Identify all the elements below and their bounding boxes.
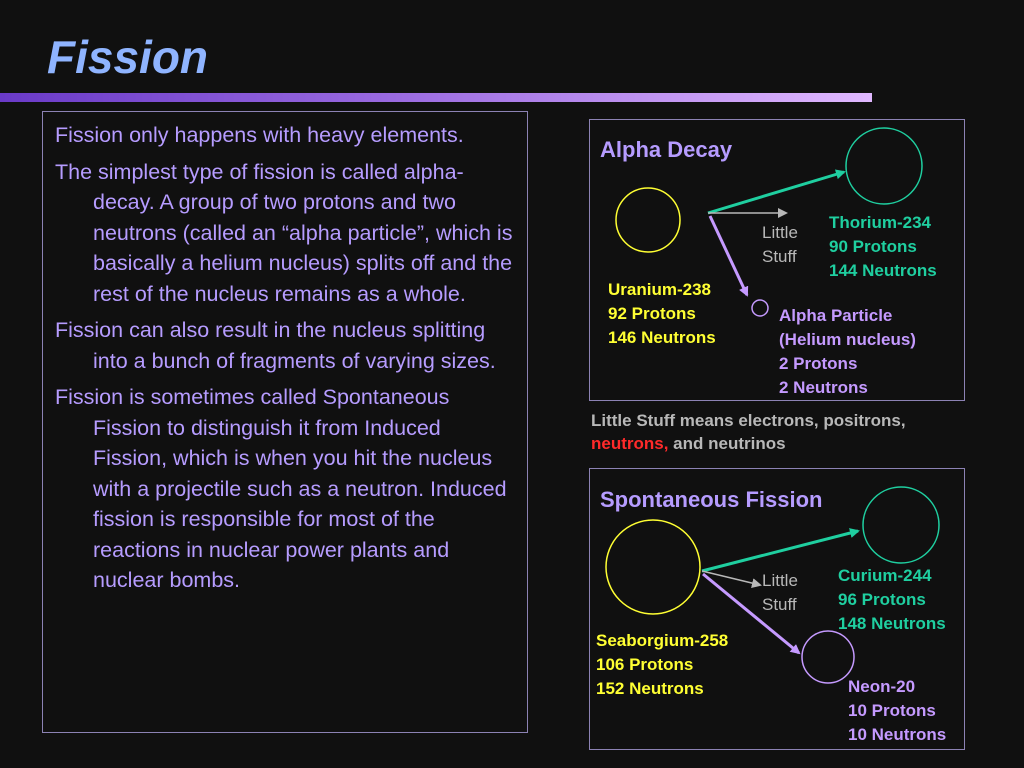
spontaneous-fission-panel: Spontaneous Fission Seaborgium-258 106 P… <box>589 468 965 750</box>
alpha-particle-label: Alpha Particle (Helium nucleus) 2 Proton… <box>779 304 916 400</box>
alpha-decay-panel: Alpha Decay Uranium-238 92 Protons 146 N… <box>589 119 965 401</box>
curium-name: Curium-244 <box>838 566 932 585</box>
note-highlight-neutrons: neutrons, <box>591 434 669 453</box>
little-stuff-line2: Stuff <box>762 247 797 266</box>
seaborgium-nucleus-circle <box>605 519 701 615</box>
curium-nucleus-circle <box>862 486 940 564</box>
little-stuff-note: Little Stuff means electrons, positrons,… <box>591 409 991 455</box>
uranium-name: Uranium-238 <box>608 280 711 299</box>
little-stuff-line2: Stuff <box>762 595 797 614</box>
arrow-to-thorium <box>707 169 846 215</box>
body-paragraph: Fission can also result in the nucleus s… <box>55 318 496 373</box>
arrow-to-alpha-particle <box>708 215 749 297</box>
note-text-part1: Little Stuff means electrons, positrons, <box>591 411 906 430</box>
neon-name: Neon-20 <box>848 677 916 696</box>
neon-nucleus-circle <box>801 630 855 684</box>
curium-protons: 96 Protons <box>838 590 926 609</box>
alpha-particle-protons: 2 Protons <box>779 354 858 373</box>
thorium-protons: 90 Protons <box>829 237 917 256</box>
little-stuff-label: Little Stuff <box>762 569 798 617</box>
uranium-label: Uranium-238 92 Protons 146 Neutrons <box>608 278 716 350</box>
alpha-particle-subtitle: (Helium nucleus) <box>779 330 916 349</box>
uranium-nucleus-circle <box>615 187 681 253</box>
body-paragraph: The simplest type of fission is called a… <box>55 159 513 306</box>
body-text-box: Fission only happens with heavy elements… <box>42 111 528 733</box>
arrow-to-little-stuff <box>701 570 762 588</box>
body-paragraph: Fission only happens with heavy elements… <box>55 123 464 147</box>
uranium-neutrons: 146 Neutrons <box>608 328 716 347</box>
alpha-particle-neutrons: 2 Neutrons <box>779 378 868 397</box>
neon-protons: 10 Protons <box>848 701 936 720</box>
curium-label: Curium-244 96 Protons 148 Neutrons <box>838 564 946 636</box>
title-underline-bar <box>0 93 872 102</box>
body-paragraph: Fission is sometimes called Spontaneous … <box>55 385 507 592</box>
neon-neutrons: 10 Neutrons <box>848 725 947 744</box>
arrow-to-curium <box>701 528 860 573</box>
note-text-part2: and neutrinos <box>668 434 786 453</box>
slide-title: Fission <box>47 31 209 83</box>
alpha-decay-title: Alpha Decay <box>600 137 733 162</box>
curium-neutrons: 148 Neutrons <box>838 614 946 633</box>
spontaneous-fission-title: Spontaneous Fission <box>600 487 823 512</box>
seaborgium-label: Seaborgium-258 106 Protons 152 Neutrons <box>596 629 728 701</box>
arrow-to-neon <box>702 572 801 655</box>
thorium-name: Thorium-234 <box>829 213 932 232</box>
seaborgium-name: Seaborgium-258 <box>596 631 729 650</box>
alpha-particle-name: Alpha Particle <box>779 306 893 325</box>
thorium-label: Thorium-234 90 Protons 144 Neutrons <box>829 211 937 283</box>
little-stuff-line1: Little <box>762 571 798 590</box>
seaborgium-neutrons: 152 Neutrons <box>596 679 704 698</box>
little-stuff-label: Little Stuff <box>762 221 798 269</box>
thorium-neutrons: 144 Neutrons <box>829 261 937 280</box>
seaborgium-protons: 106 Protons <box>596 655 694 674</box>
spontaneous-fission-diagram <box>605 486 940 684</box>
thorium-nucleus-circle <box>845 127 923 205</box>
alpha-particle-circle <box>751 299 769 317</box>
alpha-decay-diagram <box>615 127 923 317</box>
uranium-protons: 92 Protons <box>608 304 696 323</box>
neon-label: Neon-20 10 Protons 10 Neutrons <box>848 675 946 747</box>
little-stuff-line1: Little <box>762 223 798 242</box>
